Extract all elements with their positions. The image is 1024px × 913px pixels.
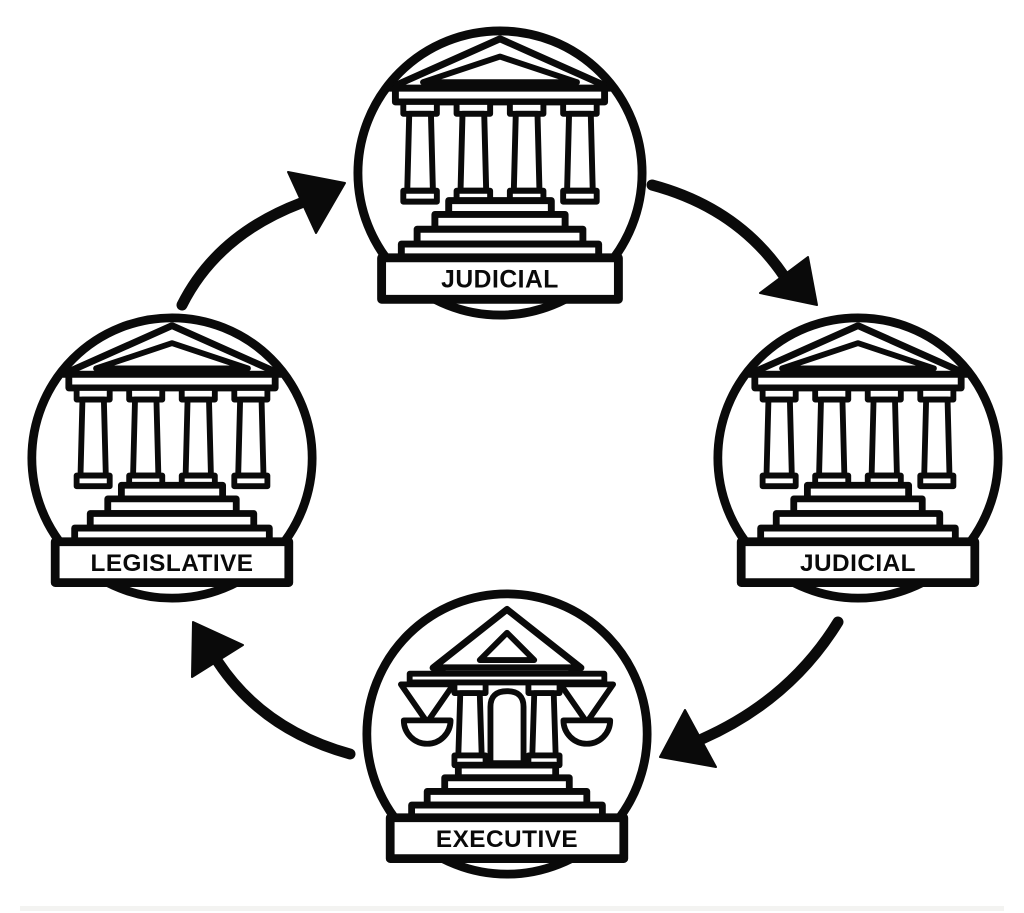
arrowhead-down-left-icon [659,709,717,768]
node-judicial-right: JUDICIAL [712,312,1004,604]
arrowhead-up-left-icon [191,621,244,678]
arrowhead-up-right-icon [287,171,346,234]
node-label: JUDICIAL [800,550,916,577]
arrowhead-down-right-icon [759,256,818,306]
arrow-judicial-right-to-executive [659,616,844,768]
bottom-artifact-line [20,906,1004,911]
node-label: JUDICIAL [441,266,559,293]
arrow-legislative-to-judicial-top [176,171,346,311]
node-label: EXECUTIVE [436,826,578,853]
node-label: LEGISLATIVE [90,550,253,577]
arrow-executive-to-legislative [191,621,356,760]
node-executive: EXECUTIVE [361,588,653,880]
node-judicial-top: JUDICIAL [352,25,648,321]
node-legislative: LEGISLATIVE [26,312,318,604]
arrow-judicial-top-to-judicial-right [646,179,818,306]
